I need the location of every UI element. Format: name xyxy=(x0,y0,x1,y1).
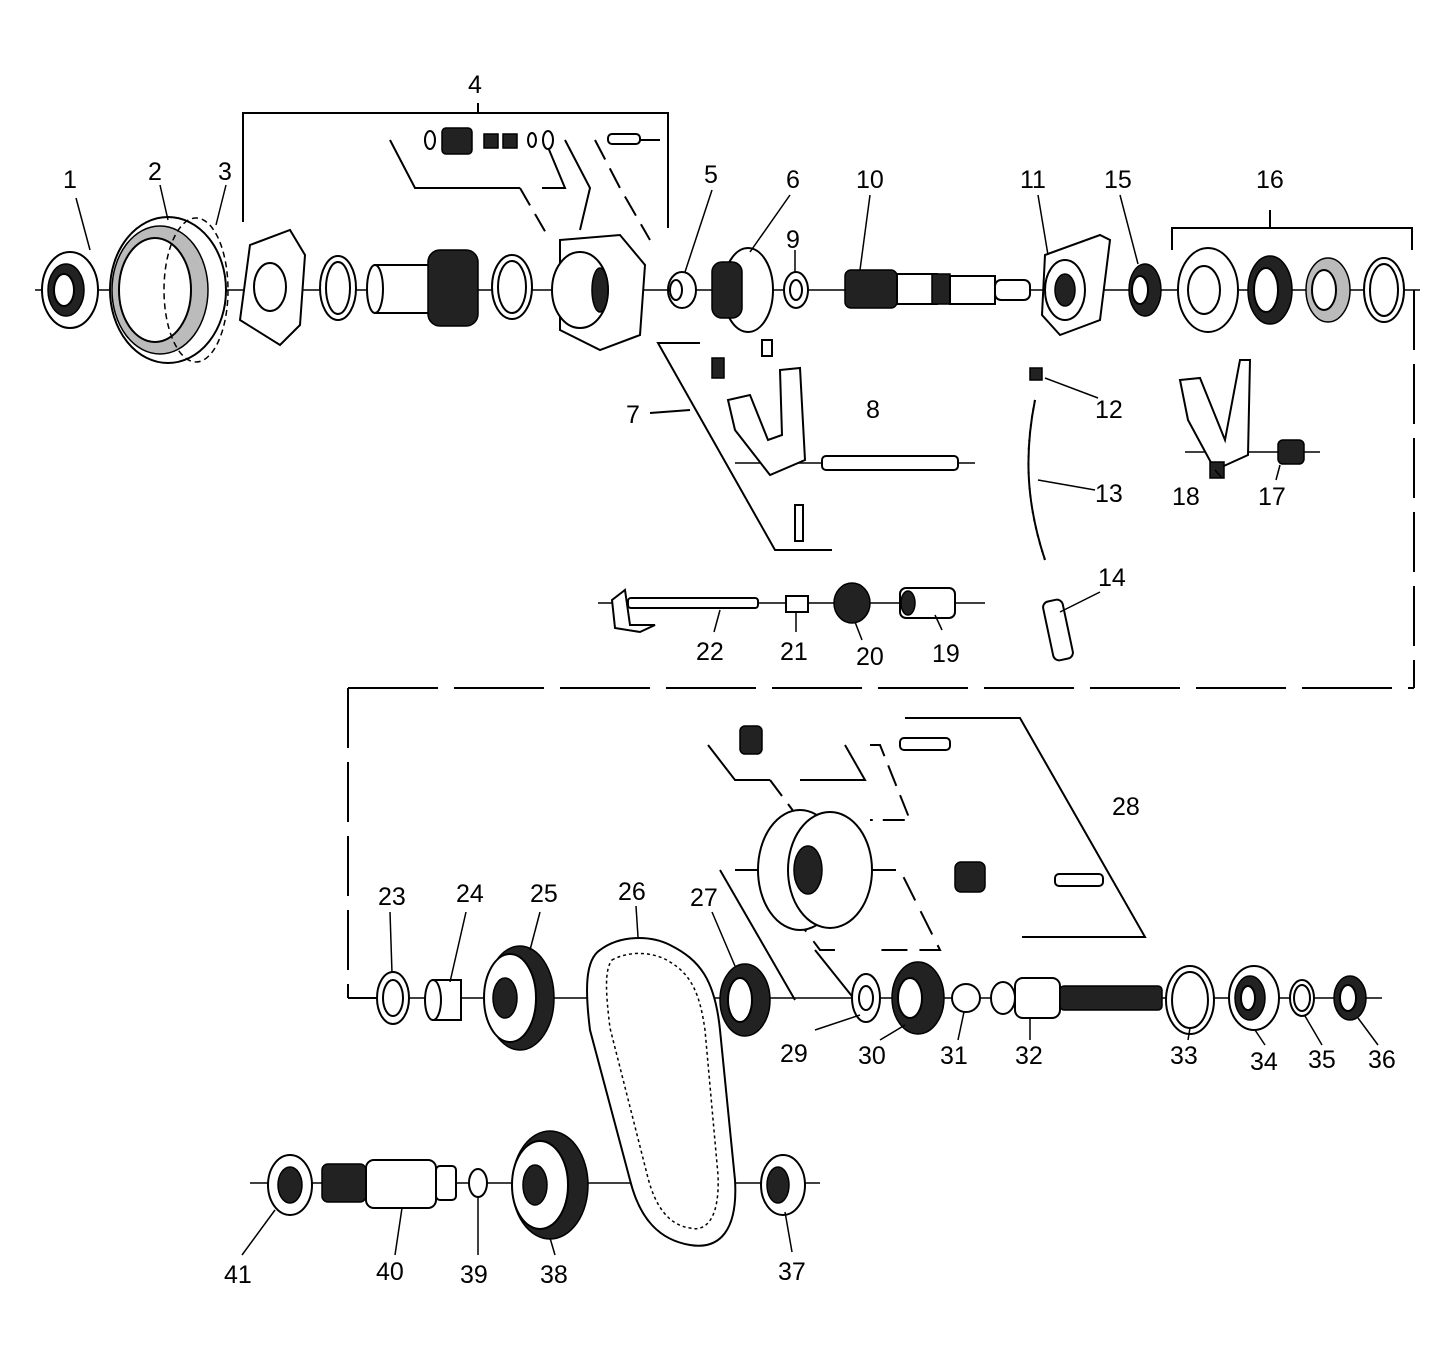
part-label-21: 21 xyxy=(780,638,808,666)
part-label-20: 20 xyxy=(856,643,884,671)
part-label-4: 4 xyxy=(468,71,482,99)
part-label-33: 33 xyxy=(1170,1042,1198,1070)
part-label-39: 39 xyxy=(460,1261,488,1289)
part-label-35: 35 xyxy=(1308,1046,1336,1074)
part-label-36: 36 xyxy=(1368,1046,1396,1074)
part-label-11: 11 xyxy=(1020,166,1046,194)
part-label-5: 5 xyxy=(704,161,718,189)
part-label-40: 40 xyxy=(376,1258,404,1286)
part-label-3: 3 xyxy=(218,158,232,186)
part-label-25: 25 xyxy=(530,880,558,908)
part-label-17: 17 xyxy=(1258,483,1286,511)
part-label-12: 12 xyxy=(1095,396,1123,424)
part-labels: 1 2 3 4 5 6 7 8 9 10 11 12 13 14 15 16 1… xyxy=(63,71,1396,1289)
part-label-29: 29 xyxy=(780,1040,808,1068)
leader-lines xyxy=(75,184,1379,1256)
part-label-16: 16 xyxy=(1256,166,1284,194)
part-drawings xyxy=(41,127,1405,1247)
part-label-15: 15 xyxy=(1104,166,1132,194)
part-label-13: 13 xyxy=(1095,480,1123,508)
part-label-23: 23 xyxy=(378,883,406,911)
part-label-6: 6 xyxy=(786,166,800,194)
part-label-32: 32 xyxy=(1015,1042,1043,1070)
part-label-14: 14 xyxy=(1098,564,1126,592)
part-label-27: 27 xyxy=(690,884,718,912)
part-label-7: 7 xyxy=(626,401,640,429)
part-label-24: 24 xyxy=(456,880,484,908)
part-label-34: 34 xyxy=(1250,1048,1278,1076)
part-label-9: 9 xyxy=(786,226,800,254)
part-label-10: 10 xyxy=(856,166,884,194)
part-label-41: 41 xyxy=(224,1261,252,1289)
part-label-31: 31 xyxy=(940,1042,968,1070)
part-label-22: 22 xyxy=(696,638,724,666)
part-label-30: 30 xyxy=(858,1042,886,1070)
part-label-8: 8 xyxy=(866,396,880,424)
part-label-1: 1 xyxy=(63,166,77,194)
part-label-18: 18 xyxy=(1172,483,1200,511)
part-label-38: 38 xyxy=(540,1261,568,1289)
part-label-37: 37 xyxy=(778,1258,806,1286)
part-label-26: 26 xyxy=(618,878,646,906)
part-label-2: 2 xyxy=(148,158,162,186)
part-label-28: 28 xyxy=(1112,793,1140,821)
part-label-19: 19 xyxy=(932,640,960,668)
